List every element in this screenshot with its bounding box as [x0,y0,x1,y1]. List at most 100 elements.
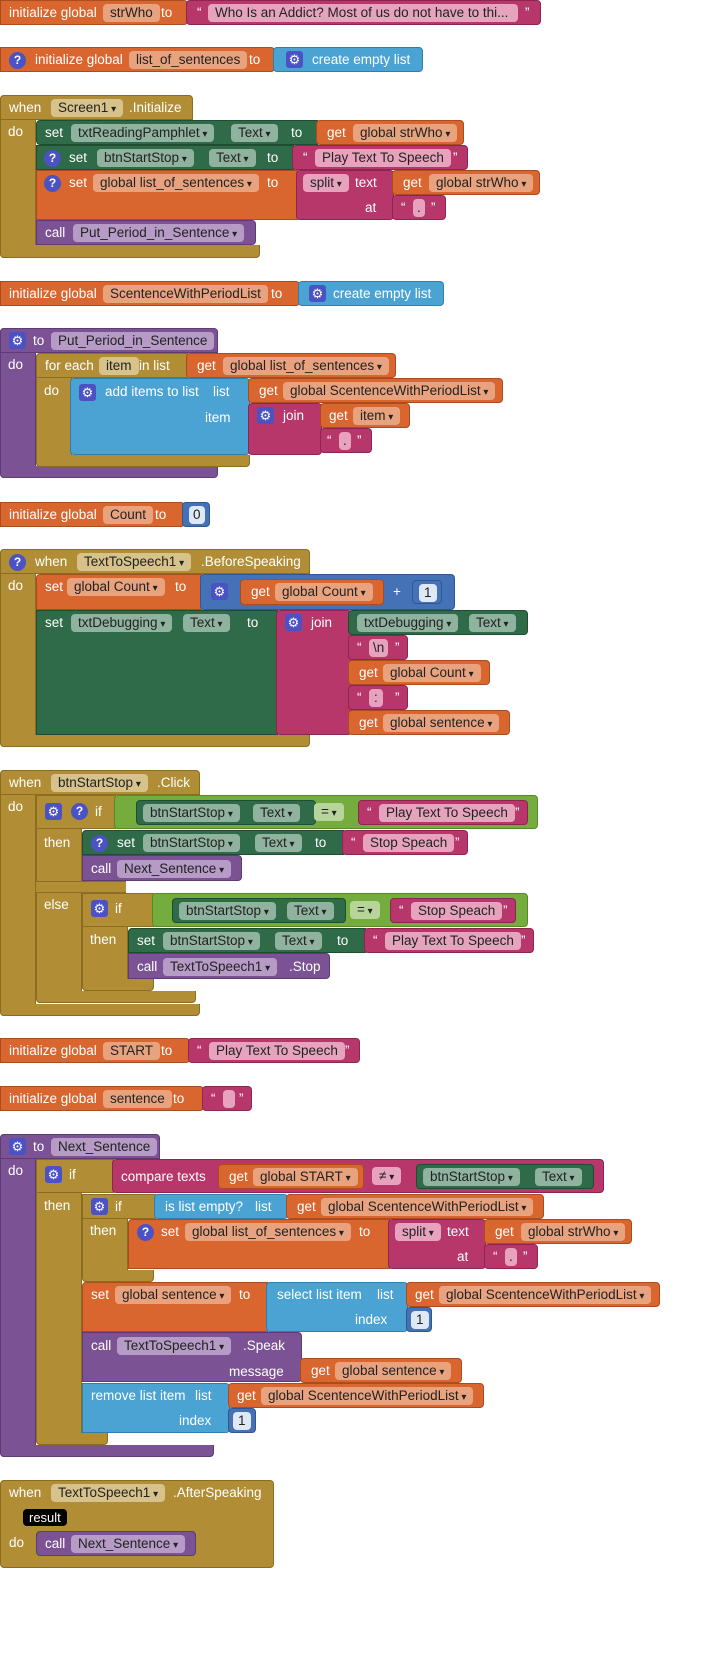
split-dropdown[interactable]: split ▾ [303,174,349,192]
text-block-play[interactable]: “ Play Text To Speech ” [364,928,534,953]
event-screen1-initialize[interactable] [0,95,36,258]
text-block-newline[interactable]: “ \n ” [348,635,408,660]
var-name-strwho[interactable]: strWho [103,4,160,22]
text-block-stop[interactable]: “ Stop Speach ” [390,898,516,923]
set-btnstartstop-text[interactable]: set btnStartStop ▾ Text ▾ to [128,928,366,953]
gear-icon[interactable]: ⚙ [91,900,108,917]
property-dropdown[interactable]: Text ▾ [255,834,302,852]
procedure-next-sentence[interactable] [0,1134,36,1457]
text-block-period[interactable]: “ . ” [320,428,372,453]
text-block-empty[interactable]: “ ” [202,1086,252,1111]
number-value[interactable]: 1 [233,1412,251,1430]
text-block-period[interactable]: “ . ” [392,195,446,220]
get-global-sentence[interactable]: get global sentence ▾ [348,710,510,735]
text-block-stop[interactable]: “ Stop Speach ” [342,830,468,855]
create-empty-list-block[interactable]: ⚙ create empty list [298,281,444,306]
get-global-strwho[interactable]: get global strWho ▾ [392,170,540,195]
var-dropdown[interactable]: global START ▾ [253,1168,358,1186]
gear-icon[interactable]: ⚙ [79,384,96,401]
component-dropdown[interactable]: btnStartStop ▾ [143,804,240,822]
set-global-count[interactable]: set global Count ▾ to [36,574,202,610]
property-dropdown[interactable]: Text ▾ [275,932,322,950]
var-dropdown[interactable]: global sentence ▾ [115,1286,232,1304]
get-item[interactable]: get item ▾ [320,403,410,428]
number-block[interactable]: 0 [182,502,210,527]
component-dropdown[interactable]: Screen1 ▾ [51,99,124,117]
help-icon[interactable]: ? [44,175,61,192]
var-dropdown[interactable]: global list_of_sentences ▾ [185,1223,351,1241]
gear-icon[interactable]: ⚙ [9,1138,26,1155]
text-block-strwho[interactable]: “ Who Is an Addict? Most of us do not ha… [186,0,541,25]
component-dropdown[interactable]: TextToSpeech1 ▾ [163,958,278,976]
gear-icon[interactable]: ⚙ [285,614,302,631]
call-tts-stop[interactable]: call TextToSpeech1 ▾ .Stop [128,953,330,979]
get-global-strwho[interactable]: get global strWho ▾ [484,1219,632,1244]
text-block-play[interactable]: “ Play Text To Speech ” [292,145,468,170]
number-value[interactable]: 1 [411,1311,429,1329]
operator-dropdown[interactable]: = ▾ [350,901,380,919]
remove-list-item-block[interactable]: remove list item list index [82,1383,230,1433]
text-value[interactable]: Play Text To Speech [315,149,451,167]
btnstartstop-text-getter[interactable]: btnStartStop ▾ Text ▾ [416,1164,594,1189]
component-dropdown[interactable]: btnStartStop ▾ [423,1168,520,1186]
property-dropdown[interactable]: Text ▾ [253,804,300,822]
var-dropdown[interactable]: global ScentenceWithPeriodList ▾ [283,382,496,400]
operator-dropdown[interactable]: = ▾ [314,803,344,821]
set-global-sentence[interactable]: set global sentence ▾ to [82,1282,268,1332]
if-block[interactable] [36,1159,82,1445]
text-value[interactable]: . [413,199,425,217]
get-global-list-of-sentences[interactable]: get global list_of_sentences ▾ [186,353,396,378]
get-global-strwho[interactable]: get global strWho ▾ [316,120,464,145]
btnstartstop-text-getter[interactable]: btnStartStop ▾ Text ▾ [136,800,316,825]
property-dropdown[interactable]: Text ▾ [231,124,278,142]
event-btnstartstop-click[interactable] [0,770,36,1016]
var-name[interactable]: ScentenceWithPeriodList [103,285,268,303]
text-value[interactable]: \n [369,639,389,657]
join-block[interactable]: ⚙ join [276,610,352,735]
gear-icon[interactable]: ⚙ [286,51,303,68]
text-block-colon[interactable]: “ : ” [348,685,408,710]
var-dropdown[interactable]: item ▾ [353,407,401,425]
var-dropdown[interactable]: global ScentenceWithPeriodList ▾ [439,1286,652,1304]
text-value[interactable]: . [505,1248,517,1266]
get-global-count[interactable]: get global Count ▾ [240,579,384,605]
procedure-header[interactable]: ⚙ to Put_Period_in_Sentence [0,328,218,353]
txtdebugging-text-getter[interactable]: txtDebugging ▾ Text ▾ [348,610,528,635]
call-next-sentence[interactable]: call Next_Sentence ▾ [82,855,242,881]
gear-icon[interactable]: ⚙ [9,332,26,349]
get-global-period-list[interactable]: get global ScentenceWithPeriodList ▾ [248,378,503,403]
join-block[interactable]: ⚙ join [248,403,322,455]
var-dropdown[interactable]: global ScentenceWithPeriodList ▾ [321,1198,534,1216]
init-global-count-block[interactable]: initialize global Count to [0,502,185,527]
property-dropdown[interactable]: Text ▾ [287,902,334,920]
component-dropdown[interactable]: txtReadingPamphlet ▾ [71,124,215,142]
var-dropdown[interactable]: global list_of_sentences ▾ [223,357,389,375]
text-value[interactable]: : [369,689,383,707]
create-empty-list-block[interactable]: ⚙ create empty list [273,47,423,72]
split-dropdown[interactable]: split ▾ [395,1223,441,1241]
text-value-strwho[interactable]: Who Is an Addict? Most of us do not have… [208,4,518,22]
text-value[interactable]: Stop Speach [411,902,503,920]
btnstartstop-text-getter[interactable]: btnStartStop ▾ Text ▾ [172,898,346,923]
var-dropdown[interactable]: global sentence ▾ [335,1362,452,1380]
split-block[interactable]: split ▾ text at [388,1219,486,1269]
text-value[interactable]: . [339,432,351,450]
event-header[interactable]: ? when TextToSpeech1 ▾ .BeforeSpeaking [0,549,310,574]
number-block[interactable]: 1 [406,1307,432,1332]
if-header[interactable]: ⚙ if [36,1159,114,1193]
var-dropdown[interactable]: global sentence ▾ [383,714,500,732]
text-block-play[interactable]: “ Play Text To Speech ” [358,800,528,825]
number-block[interactable]: 1 [228,1408,256,1433]
component-dropdown[interactable]: btnStartStop ▾ [51,774,148,792]
component-dropdown[interactable]: btnStartStop ▾ [163,932,260,950]
procedure-name[interactable]: Put_Period_in_Sentence [51,332,215,350]
set-btnstartstop-text[interactable]: ? set btnStartStop ▾ Text ▾ to [36,145,294,170]
help-icon[interactable]: ? [44,150,61,167]
call-tts-speak[interactable]: call TextToSpeech1 ▾ .Speak message [82,1332,302,1382]
text-value[interactable]: Stop Speach [363,834,455,852]
init-global-period-list-block[interactable]: initialize global ScentenceWithPeriodLis… [0,281,300,306]
component-dropdown[interactable]: TextToSpeech1 ▾ [117,1337,232,1355]
event-param-result[interactable]: result [23,1509,67,1526]
number-value[interactable]: 0 [189,506,205,524]
loop-var-name[interactable]: item [99,357,139,375]
